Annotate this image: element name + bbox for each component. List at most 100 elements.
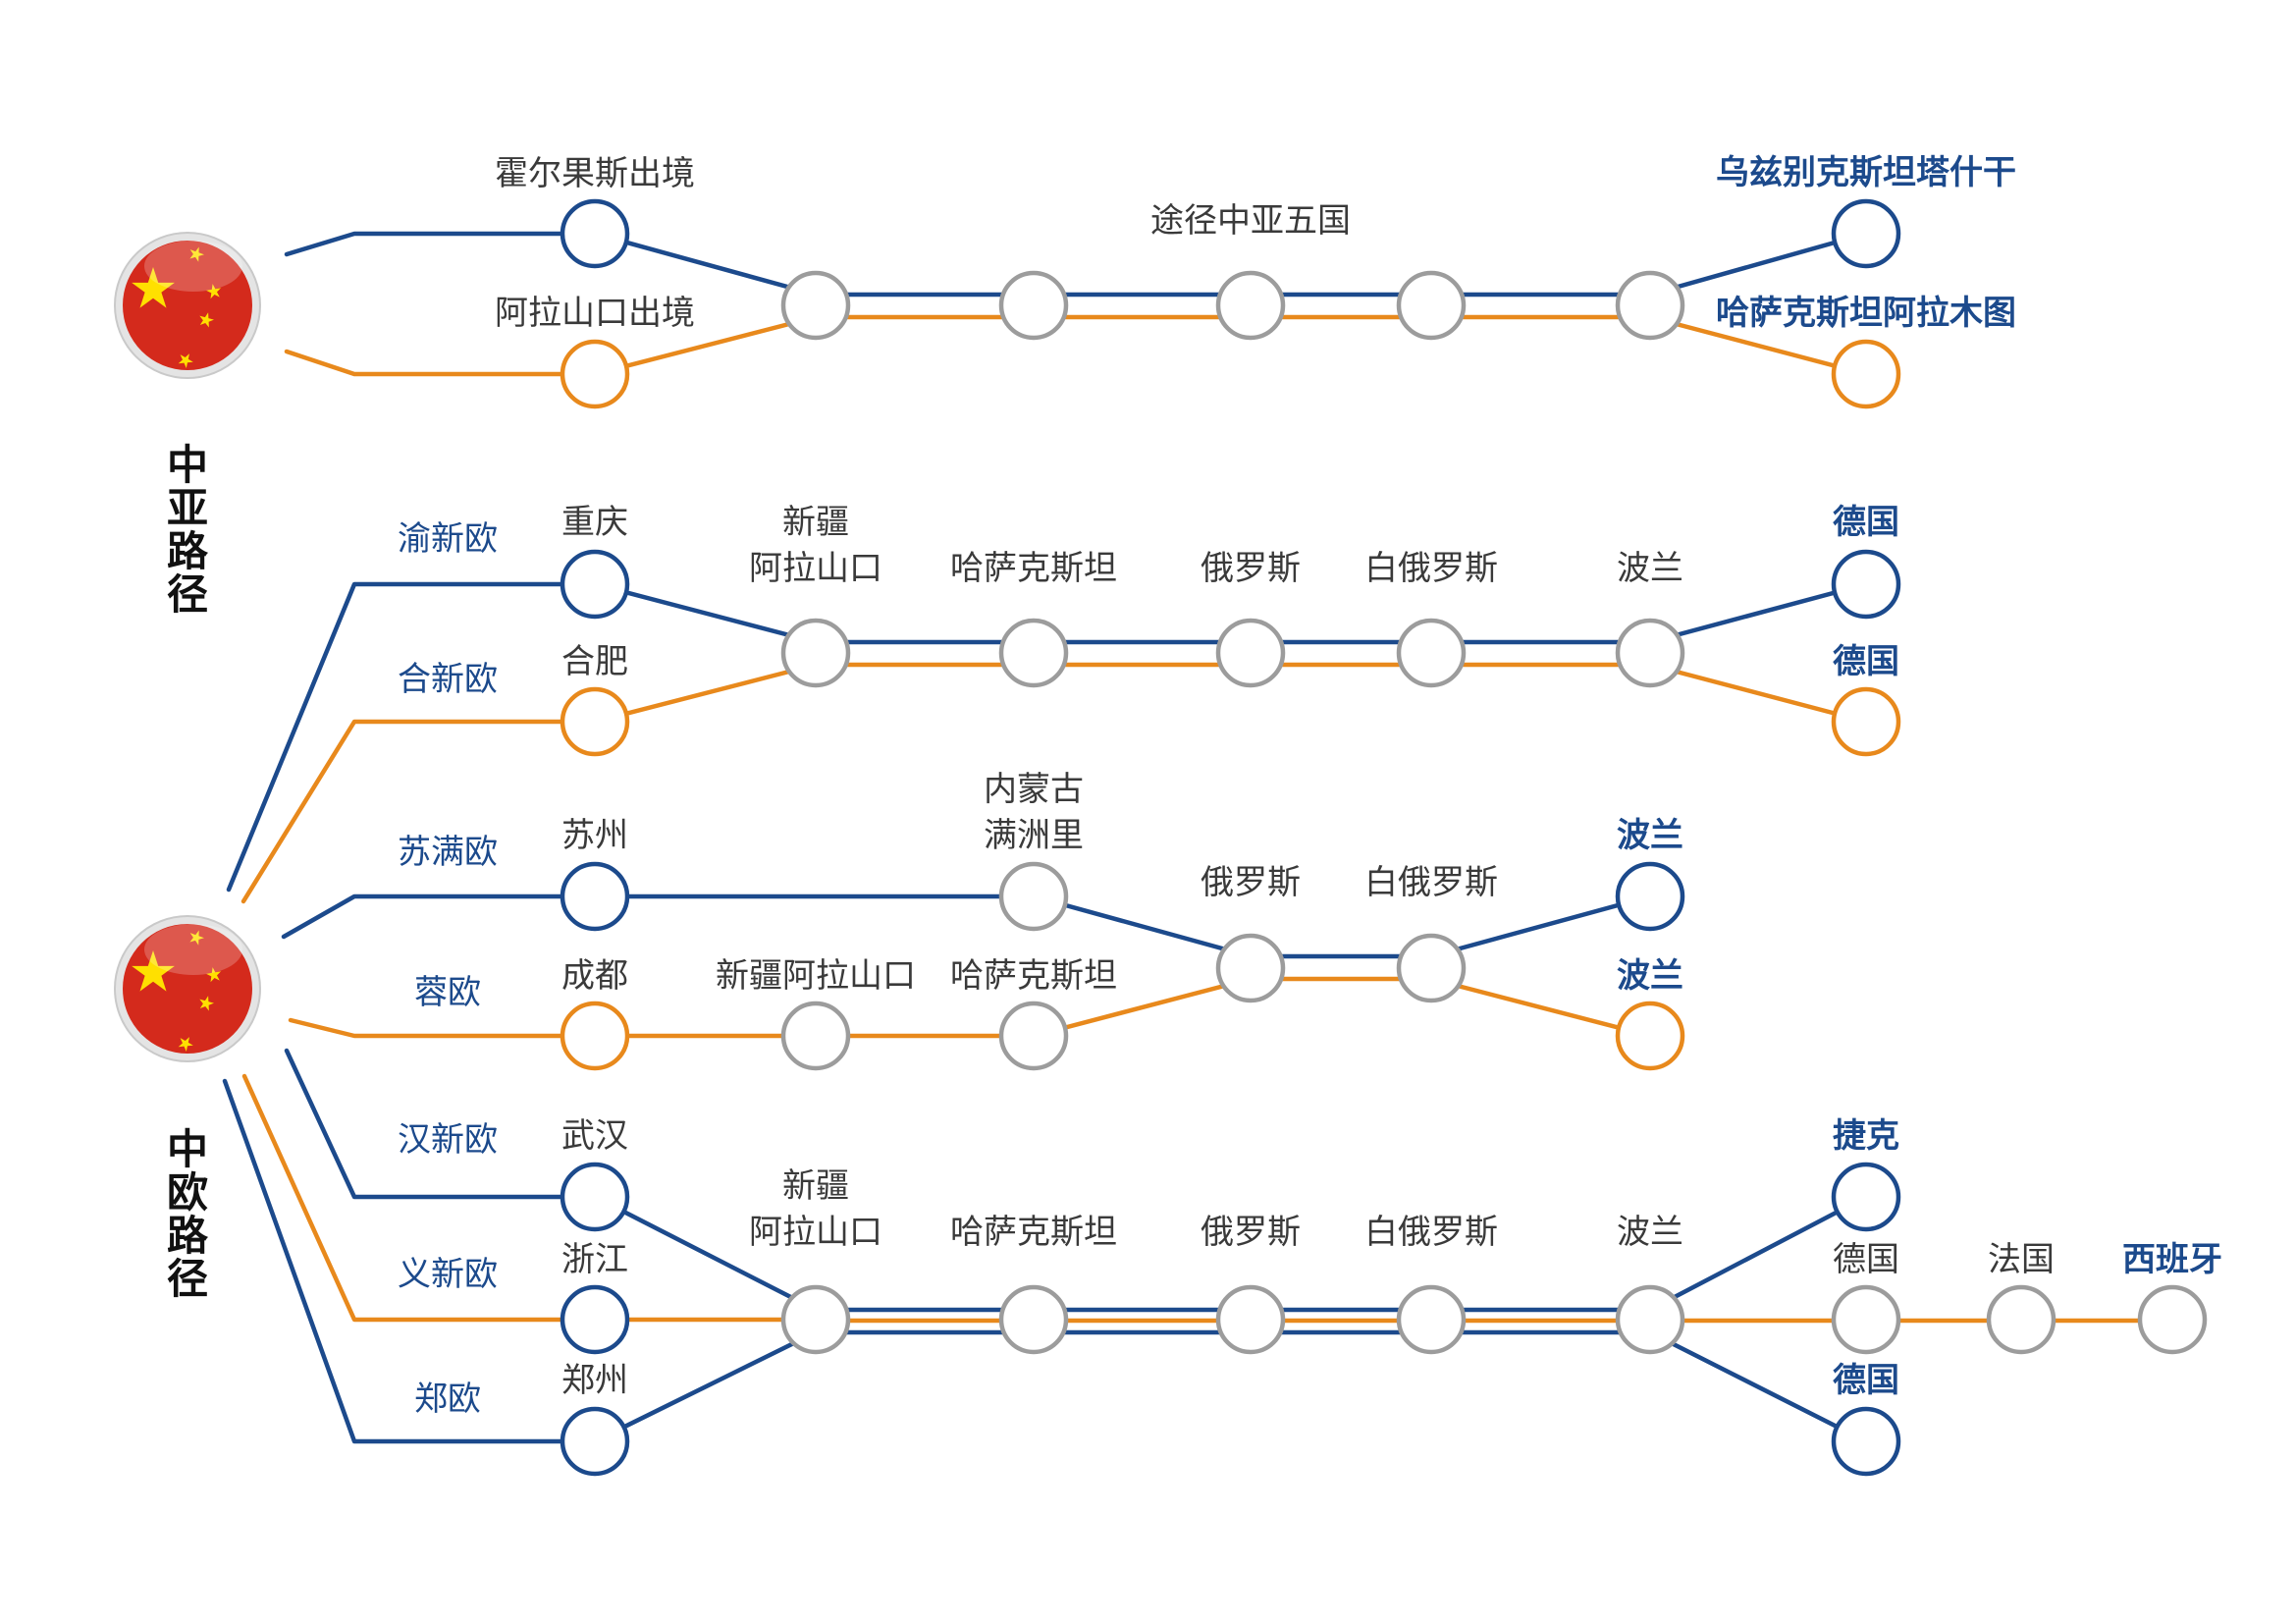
flag-gloss xyxy=(144,924,242,975)
station-labels: 中亚路径中欧路径霍尔果斯出境阿拉山口出境途径中亚五国乌兹别克斯坦塔什干哈萨克斯坦… xyxy=(167,153,2222,1419)
r3-blue-join-line xyxy=(1031,893,1254,959)
flag-small-star-icon xyxy=(199,996,214,1011)
flag-small-star-icon xyxy=(178,353,193,368)
r2-node-orange-dest xyxy=(1831,686,1901,757)
section-title-central-asia-char: 中 xyxy=(167,441,208,489)
flag-gloss xyxy=(144,241,242,292)
r2-label-orange-name: 合新欧 xyxy=(398,660,498,699)
r3-node-orange-origin xyxy=(560,1001,630,1071)
r3-node-orange-stop-2 xyxy=(998,1001,1069,1071)
r3-orange-dest-line xyxy=(1428,976,1653,1039)
r3-node-stop-1 xyxy=(1215,933,1286,1003)
r2-node-stop-2 xyxy=(998,618,1069,688)
flag-small-star-icon xyxy=(189,930,204,946)
r4-mid-origin-line xyxy=(241,1073,819,1323)
r4-label-name-1: 汉新欧 xyxy=(398,1120,498,1160)
flag-small-star-icon xyxy=(178,1037,193,1052)
section-title-central-asia-char: 径 xyxy=(167,570,208,619)
r4-label-top-dest: 捷克 xyxy=(1833,1116,1899,1156)
r4-node-bottom-origin xyxy=(560,1406,630,1477)
r4-bottom-origin-line xyxy=(222,1078,819,1444)
r1-orange-dest-line xyxy=(1647,314,1869,377)
flag-small-star-icon xyxy=(206,284,222,299)
r4-node-mid-final xyxy=(2137,1284,2208,1355)
r3-label-stop-1: 俄罗斯 xyxy=(1201,863,1301,902)
r4-node-stop-4 xyxy=(1396,1284,1467,1355)
r2-label-stop-3: 俄罗斯 xyxy=(1201,549,1301,588)
r2-node-stop-3 xyxy=(1215,618,1286,688)
r2-orange-dest-line xyxy=(1647,662,1869,725)
r1-orange-origin-line xyxy=(284,314,819,377)
r2-label-orange-origin: 合肥 xyxy=(561,642,628,681)
r3-label-stop-2: 白俄罗斯 xyxy=(1364,863,1498,902)
r2-blue-origin-line xyxy=(226,581,819,893)
r4-label-mid-stop2: 法国 xyxy=(1988,1240,2055,1279)
r4-top-origin-line xyxy=(284,1048,819,1313)
r4-node-stop-1 xyxy=(780,1284,851,1355)
r4-node-stop-3 xyxy=(1215,1284,1286,1355)
r3-label-orange-name: 蓉欧 xyxy=(414,973,481,1012)
r2-node-stop-4 xyxy=(1396,618,1467,688)
r4-node-mid-origin xyxy=(560,1284,630,1355)
r1-blue-origin-line xyxy=(284,231,819,298)
r4-bottom-dest-line xyxy=(1647,1329,1869,1444)
r4-label-stop-4: 白俄罗斯 xyxy=(1364,1213,1498,1252)
r4-node-stop-2 xyxy=(998,1284,1069,1355)
r4-label-stop-1-line-2: 阿拉山口 xyxy=(749,1213,882,1252)
r4-node-mid-dest xyxy=(1831,1284,1901,1355)
r4-label-name-3: 郑欧 xyxy=(414,1380,481,1419)
r3-orange-origin-line xyxy=(288,976,1254,1039)
r4-label-stop-5: 波兰 xyxy=(1617,1213,1683,1252)
flag-small-star-icon xyxy=(199,312,214,328)
section-title-china-europe-char: 径 xyxy=(167,1255,208,1303)
section-title-central-asia-char: 路 xyxy=(167,527,209,575)
r3-label-orange-stop-2: 哈萨克斯坦 xyxy=(950,956,1117,996)
r2-node-stop-1 xyxy=(780,618,851,688)
r4-label-origin-2: 浙江 xyxy=(561,1240,628,1279)
r1-label-blue-dest: 乌兹别克斯坦塔什干 xyxy=(1716,153,2016,192)
china-flag-china-europe xyxy=(114,915,261,1062)
r4-label-stop-2: 哈萨克斯坦 xyxy=(950,1213,1117,1252)
r1-label-orange-origin: 阿拉山口出境 xyxy=(495,294,695,333)
r2-node-orange-origin xyxy=(560,686,630,757)
r3-node-orange-dest xyxy=(1615,1001,1685,1071)
china-flag-central-asia xyxy=(114,232,261,379)
r1-label-blue-origin: 霍尔果斯出境 xyxy=(495,154,695,193)
r2-label-stop-4: 白俄罗斯 xyxy=(1364,549,1498,588)
r2-node-stop-5 xyxy=(1615,618,1685,688)
r3-label-blue-stop-line-1: 内蒙古 xyxy=(984,770,1084,809)
r3-label-blue-dest: 波兰 xyxy=(1617,816,1683,855)
r4-label-origin-1: 武汉 xyxy=(561,1116,628,1156)
r3-label-blue-origin: 苏州 xyxy=(561,816,628,855)
r2-node-blue-origin xyxy=(560,549,630,620)
r3-label-orange-dest: 波兰 xyxy=(1617,956,1683,996)
r3-label-blue-name: 苏满欧 xyxy=(398,833,498,872)
r4-label-mid-final: 西班牙 xyxy=(2122,1240,2222,1279)
section-title-china-europe-char: 路 xyxy=(167,1212,209,1260)
r3-node-blue-stop xyxy=(998,861,1069,932)
r4-label-name-2: 义新欧 xyxy=(398,1255,498,1294)
r4-node-bottom-dest xyxy=(1831,1406,1901,1477)
r3-node-stop-2 xyxy=(1396,933,1467,1003)
r4-node-top-origin xyxy=(560,1162,630,1232)
r4-node-top-dest xyxy=(1831,1162,1901,1232)
r3-label-orange-stop-1: 新疆阿拉山口 xyxy=(716,956,916,996)
r4-label-stop-3: 俄罗斯 xyxy=(1201,1213,1301,1252)
r2-label-blue-origin: 重庆 xyxy=(561,503,628,542)
r2-label-stop-5: 波兰 xyxy=(1617,549,1683,588)
r3-node-blue-dest xyxy=(1615,861,1685,932)
r2-label-blue-dest: 德国 xyxy=(1833,503,1899,542)
flag-small-star-icon xyxy=(206,967,222,983)
r4-node-mid-stop2 xyxy=(1986,1284,2056,1355)
r1-blue-dest-line xyxy=(1647,231,1869,298)
flags xyxy=(114,232,261,1062)
r3-blue-origin-line xyxy=(281,893,1037,940)
r1-node-transit-3 xyxy=(1215,270,1286,341)
r1-node-transit-1 xyxy=(780,270,851,341)
r4-node-stop-5 xyxy=(1615,1284,1685,1355)
r4-label-mid-dest: 德国 xyxy=(1833,1240,1899,1279)
r2-label-blue-name: 渝新欧 xyxy=(398,519,498,559)
flag-big-star-icon xyxy=(132,267,175,308)
r1-node-blue-dest xyxy=(1831,198,1901,269)
